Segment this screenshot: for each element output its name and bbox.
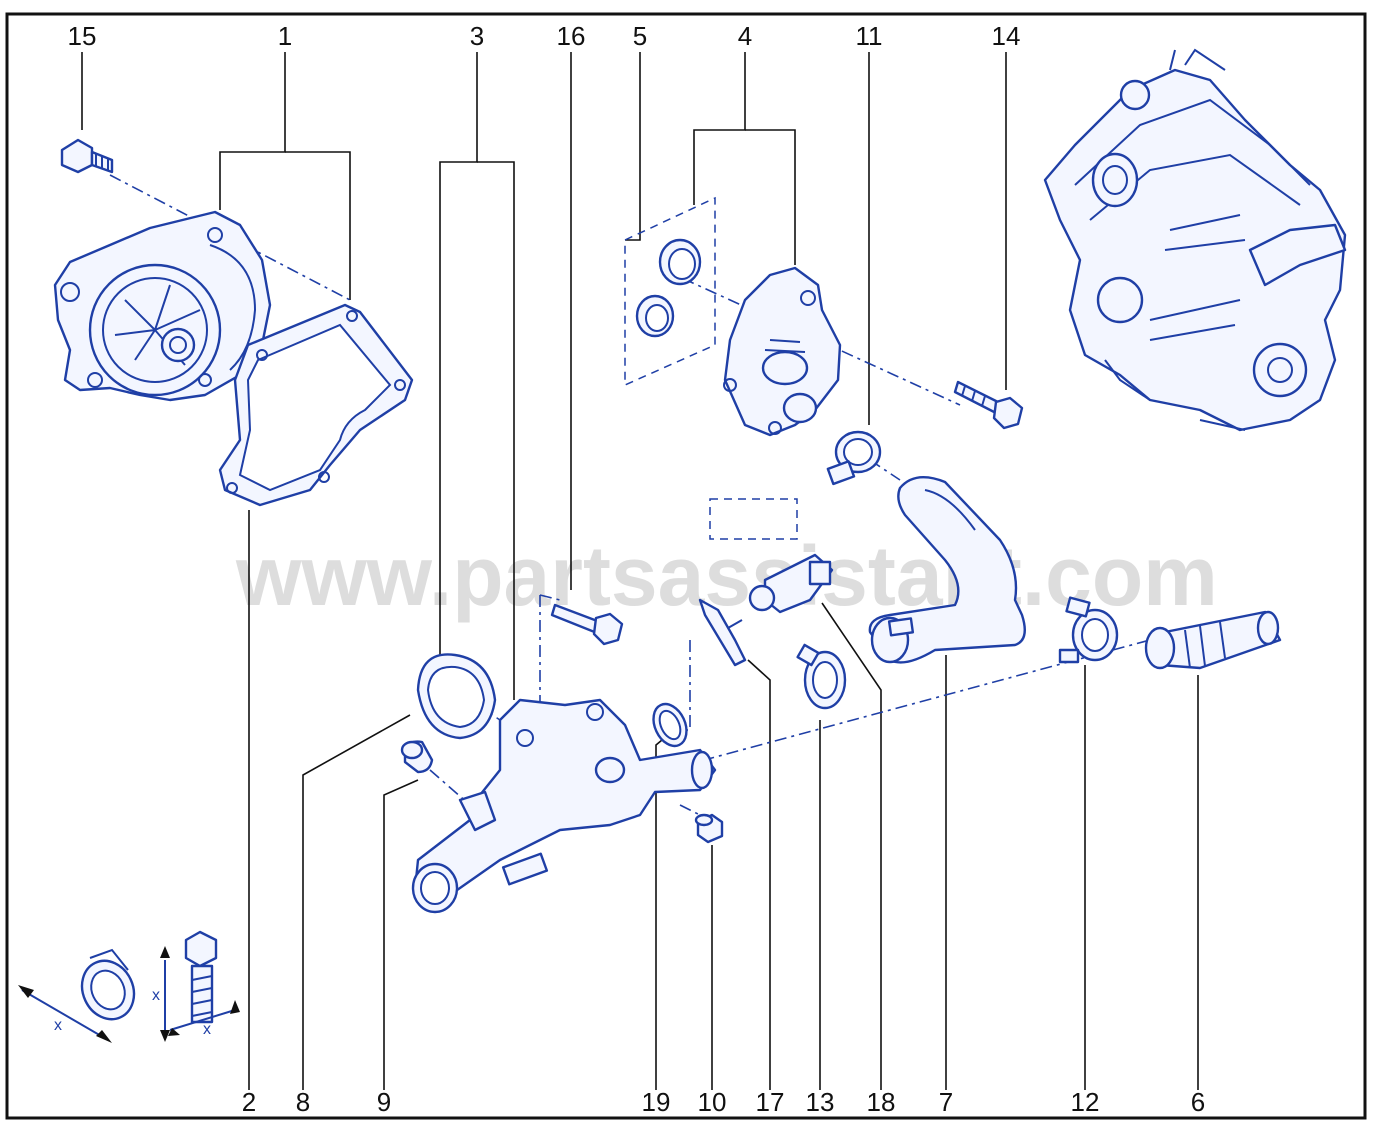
callout-10: 10 xyxy=(698,1087,727,1117)
callout-14: 14 xyxy=(992,21,1021,51)
sensor-18 xyxy=(748,553,834,614)
callout-6: 6 xyxy=(1191,1087,1205,1117)
clamp-dimension-x: x xyxy=(54,1017,62,1034)
callout-2: 2 xyxy=(242,1087,256,1117)
clamp-13 xyxy=(796,643,847,710)
callout-5: 5 xyxy=(633,21,647,51)
callout-1: 1 xyxy=(278,21,292,51)
callout-19: 19 xyxy=(642,1087,671,1117)
outlet-housing-3 xyxy=(411,698,717,914)
gasket-8 xyxy=(416,653,497,740)
callout-16: 16 xyxy=(557,21,586,51)
callout-3: 3 xyxy=(470,21,484,51)
callout-4: 4 xyxy=(738,21,752,51)
seal-rings-5 xyxy=(635,238,702,338)
connector-6 xyxy=(1144,610,1282,670)
seal-group-box xyxy=(624,196,716,387)
clamp-dimension-inset: x xyxy=(18,948,136,1043)
callout-7: 7 xyxy=(939,1087,953,1117)
callout-13: 13 xyxy=(806,1087,835,1117)
engine-illustration xyxy=(1043,48,1347,432)
gasket-2 xyxy=(218,303,414,507)
callout-18: 18 xyxy=(867,1087,896,1117)
callout-15: 15 xyxy=(68,21,97,51)
bolt-15 xyxy=(60,138,114,174)
plug-9 xyxy=(400,740,434,774)
callout-12: 12 xyxy=(1071,1087,1100,1117)
bolt-length-x: x xyxy=(152,987,160,1004)
diagram-border xyxy=(5,12,1367,1120)
watermark: www.partsassistant.com xyxy=(235,529,1218,623)
water-pump-1 xyxy=(53,210,272,402)
callout-17: 17 xyxy=(756,1087,785,1117)
callout-8: 8 xyxy=(296,1087,310,1117)
hose-7 xyxy=(868,476,1026,664)
bolt-14 xyxy=(953,380,1024,430)
callout-11: 11 xyxy=(856,21,883,51)
o-ring-19 xyxy=(652,702,688,748)
leader-lines xyxy=(81,52,1199,1090)
callout-9: 9 xyxy=(377,1087,391,1117)
bolt-diameter-x: x xyxy=(203,1021,211,1038)
sensor-group-box xyxy=(709,498,798,540)
clip-17 xyxy=(698,598,747,667)
cap-10 xyxy=(694,813,724,844)
thermostat-housing-4 xyxy=(723,266,842,437)
clamp-12 xyxy=(1058,596,1119,664)
bolt-dimension-inset: x x xyxy=(152,930,240,1042)
bolt-16 xyxy=(550,603,624,646)
clamp-11 xyxy=(826,430,882,486)
